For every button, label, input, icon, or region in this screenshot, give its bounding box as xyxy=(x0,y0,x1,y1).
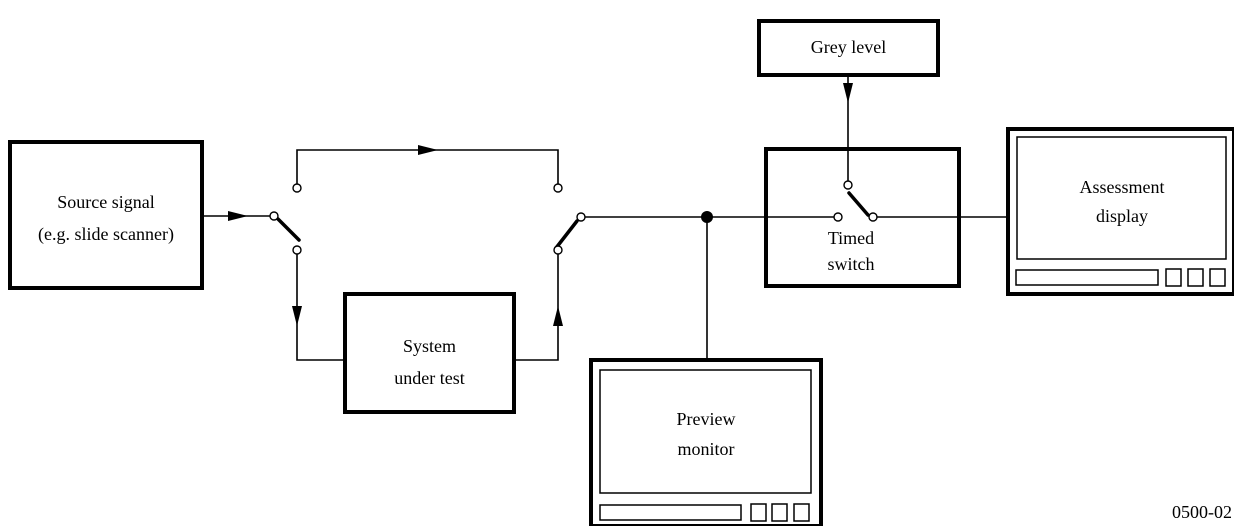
output-switch-blade xyxy=(554,219,579,250)
preview-monitor-button-2 xyxy=(771,503,788,522)
output-switch-common-contact xyxy=(576,212,586,222)
input-switch-blade xyxy=(276,217,301,242)
system-under-test-block: System under test xyxy=(343,292,516,414)
sut-output-arrow-icon xyxy=(553,306,563,326)
assessment-display-button-3 xyxy=(1209,268,1226,287)
preview-monitor-label-line1: Preview xyxy=(677,409,736,429)
sut-input-arrow-icon xyxy=(292,306,302,326)
sut-output-wire xyxy=(514,254,559,361)
output-switch-upper-contact xyxy=(553,183,563,193)
system-under-test-label-line2: under test xyxy=(394,368,464,388)
bypass-arrow-icon xyxy=(418,145,438,155)
preview-monitor-label-line2: monitor xyxy=(678,439,735,459)
preview-monitor-screen xyxy=(599,369,812,494)
grey-level-block: Grey level xyxy=(757,19,940,77)
assessment-display-button-1 xyxy=(1165,268,1182,287)
source-signal-block: Source signal (e.g. slide scanner) xyxy=(8,140,204,290)
preview-monitor-control-bar xyxy=(599,504,742,521)
preview-monitor-button-1 xyxy=(750,503,767,522)
preview-monitor-frame xyxy=(589,358,823,526)
figure-id-label: 0500-02 xyxy=(1172,502,1232,522)
bypass-wire xyxy=(296,149,559,184)
assessment-display-label-line1: Assessment xyxy=(1080,177,1165,197)
preview-monitor: Preview monitor xyxy=(589,358,823,526)
output-switch-lower-contact xyxy=(553,245,563,255)
assessment-display-label-line2: display xyxy=(1096,206,1148,226)
assessment-display-screen xyxy=(1016,136,1227,260)
grey-level-arrow-icon xyxy=(843,83,853,103)
output-selector-switch xyxy=(553,183,586,255)
system-under-test-box xyxy=(343,292,516,414)
timed-switch-label-line2: switch xyxy=(828,254,875,274)
source-arrow-icon xyxy=(228,211,248,221)
input-switch-lower-contact xyxy=(292,245,302,255)
preview-monitor-button-3 xyxy=(793,503,810,522)
assessment-display-button-2 xyxy=(1187,268,1204,287)
assessment-display-frame xyxy=(1006,127,1234,296)
source-signal-label-line2: (e.g. slide scanner) xyxy=(38,224,174,245)
timed-switch-label-line1: Timed xyxy=(828,228,874,248)
input-switch-upper-contact xyxy=(292,183,302,193)
timed-switch-blade xyxy=(847,191,870,217)
sut-input-wire xyxy=(296,254,345,361)
assessment-display-monitor: Assessment display xyxy=(1006,127,1234,296)
input-selector-switch xyxy=(269,183,302,255)
timed-switch-signal-contact xyxy=(833,212,843,222)
source-signal-label-line1: Source signal xyxy=(57,192,154,212)
input-switch-common-contact xyxy=(269,211,279,221)
source-signal-box xyxy=(8,140,204,290)
timed-switch-grey-contact xyxy=(843,180,853,190)
timed-switch-output-contact xyxy=(868,212,878,222)
grey-level-label: Grey level xyxy=(811,37,886,57)
assessment-display-control-bar xyxy=(1015,269,1159,286)
system-under-test-label-line1: System xyxy=(403,336,456,356)
